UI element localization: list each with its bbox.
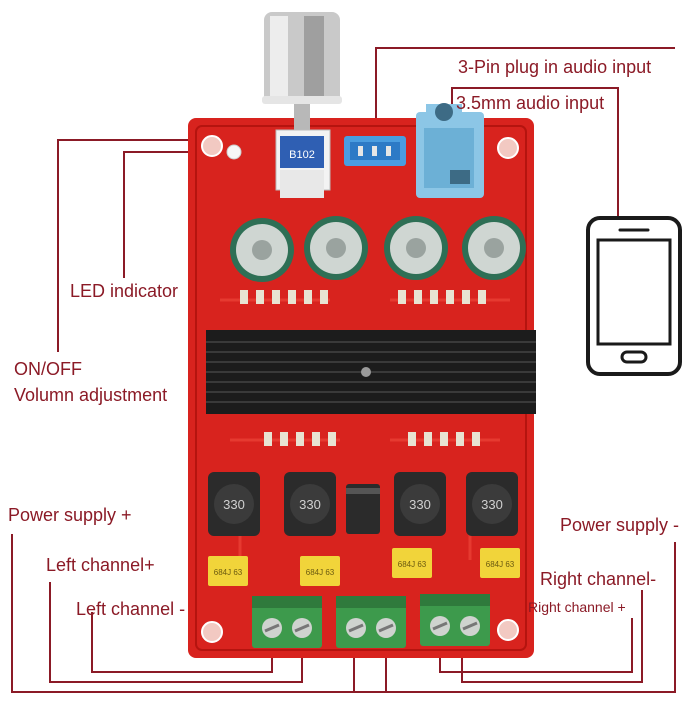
label-power-supply-minus: Power supply -: [560, 515, 680, 535]
label-left-channel-minus: Left channel -: [76, 599, 186, 619]
label-right-channel-plus: Right channel +: [528, 599, 626, 615]
line-power-plus: [11, 534, 387, 693]
inductor-code-2: 330: [299, 497, 321, 512]
smd-components: [240, 290, 486, 446]
inductors: 330 330 330 330: [208, 472, 518, 536]
label-left-channel-plus: Left channel+: [46, 555, 155, 575]
volume-knob: [262, 12, 342, 130]
line-three-pin: [375, 47, 675, 136]
capacitor-code-4: 684J 63: [486, 560, 515, 569]
label-on-off: ON/OFF: [14, 359, 82, 379]
label-audio-35mm: 3.5mm audio input: [456, 93, 605, 113]
pot-code: B102: [289, 149, 315, 161]
line-left-plus: [49, 582, 303, 683]
film-capacitors: 684J 63 684J 63 684J 63 684J 63: [208, 548, 520, 586]
three-pin-connector: [344, 136, 406, 166]
mounting-holes: [201, 135, 519, 643]
label-power-supply-plus: Power supply +: [8, 505, 132, 525]
inductor-code-3: 330: [409, 497, 431, 512]
smartphone-icon: [586, 216, 682, 376]
diode: [346, 484, 380, 534]
inductor-code-4: 330: [481, 497, 503, 512]
audio-jack: [416, 103, 484, 198]
electrolytic-capacitors: [230, 216, 526, 282]
line-power-minus: [353, 542, 676, 693]
capacitor-code-2: 684J 63: [306, 568, 335, 577]
inductor-code-1: 330: [223, 497, 245, 512]
label-volume-adjustment: Volumn adjustment: [14, 385, 168, 405]
potentiometer: B102: [275, 129, 331, 198]
screw-terminals: [252, 594, 490, 648]
line-right-minus: [461, 590, 643, 683]
capacitor-code-1: 684J 63: [214, 568, 243, 577]
label-three-pin-plug: 3-Pin plug in audio input: [458, 57, 652, 77]
heatsink: [206, 330, 536, 414]
led: [226, 144, 242, 160]
label-right-channel-minus: Right channel-: [540, 569, 657, 589]
capacitor-code-3: 684J 63: [398, 560, 427, 569]
label-led-indicator: LED indicator: [70, 281, 179, 301]
